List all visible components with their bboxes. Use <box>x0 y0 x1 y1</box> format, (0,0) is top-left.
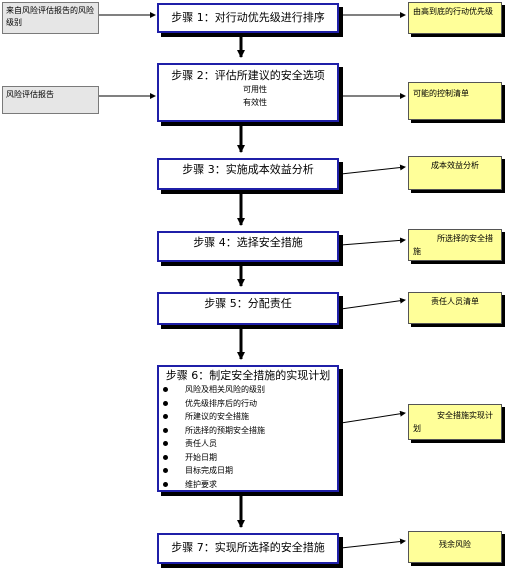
arrow-s3-o3 <box>340 164 406 175</box>
input-risk-level-text: 来自风险评估报告的风险级别 <box>6 6 94 27</box>
step-2-sub-availability: 可用性 <box>243 85 267 94</box>
list-item: 优先级排序后的行动 <box>163 397 337 411</box>
step-1-title: 步骤 1：对行动优先级进行排序 <box>171 11 325 24</box>
step-4-title: 步骤 4：选择安全措施 <box>193 236 303 249</box>
list-item: 维护要求 <box>163 478 337 492</box>
arrow-s4-o4 <box>340 237 406 246</box>
list-item: 开始日期 <box>163 451 337 465</box>
output-7-text: 残余风险 <box>439 540 471 549</box>
step-6-title: 步骤 6：制定安全措施的实现计划 <box>165 369 331 382</box>
output-3-box: 成本效益分析 <box>408 156 502 190</box>
output-5-box: 责任人员清单 <box>408 292 502 324</box>
output-2-box: 可能的控制清单 <box>408 82 502 120</box>
output-4-text: 所选择的安全措施 <box>413 234 493 256</box>
list-item: 所建议的安全措施 <box>163 410 337 424</box>
output-2-text: 可能的控制清单 <box>413 89 469 98</box>
step-2-title: 步骤 2：评估所建议的安全选项 <box>171 69 325 82</box>
output-1-text: 由高到底的行动优先级 <box>413 7 493 16</box>
output-4-box: 所选择的安全措施 <box>408 229 502 261</box>
list-item: 所选择的预期安全措施 <box>163 424 337 438</box>
list-item: 责任人员 <box>163 437 337 451</box>
output-6-text: 安全措施实现计划 <box>413 411 493 433</box>
output-5-text: 责任人员清单 <box>431 297 479 306</box>
output-6-box: 安全措施实现计划 <box>408 404 502 440</box>
output-7-box: 残余风险 <box>408 531 502 563</box>
step-7-title: 步骤 7：实现所选择的安全措施 <box>171 541 325 554</box>
arrow-s5-o5 <box>340 297 406 310</box>
arrow-s6-o6 <box>340 410 406 424</box>
step-3-title: 步骤 3：实施成本效益分析 <box>182 163 314 176</box>
input-risk-report: 风险评估报告 <box>2 86 99 114</box>
output-3-text: 成本效益分析 <box>431 161 479 170</box>
step-7-box: 步骤 7：实现所选择的安全措施 <box>157 533 339 564</box>
input-risk-report-text: 风险评估报告 <box>6 90 54 99</box>
list-item: 目标完成日期 <box>163 464 337 478</box>
step-6-box: 步骤 6：制定安全措施的实现计划 风险及相关风险的级别 优先级排序后的行动 所建… <box>157 365 339 492</box>
step-2-sub-effectiveness: 有效性 <box>243 98 267 107</box>
input-risk-level: 来自风险评估报告的风险级别 <box>2 2 99 34</box>
list-item: 风险及相关风险的级别 <box>163 383 337 397</box>
step-3-box: 步骤 3：实施成本效益分析 <box>157 158 339 190</box>
step-4-box: 步骤 4：选择安全措施 <box>157 231 339 262</box>
step-2-box: 步骤 2：评估所建议的安全选项 可用性 有效性 <box>157 63 339 122</box>
step-1-box: 步骤 1：对行动优先级进行排序 <box>157 3 339 33</box>
step-5-box: 步骤 5：分配责任 <box>157 292 339 325</box>
step-6-list: 风险及相关风险的级别 优先级排序后的行动 所建议的安全措施 所选择的预期安全措施… <box>159 383 337 491</box>
output-1-box: 由高到底的行动优先级 <box>408 2 502 34</box>
step-5-title: 步骤 5：分配责任 <box>204 297 292 310</box>
arrow-s7-o7 <box>340 538 406 549</box>
